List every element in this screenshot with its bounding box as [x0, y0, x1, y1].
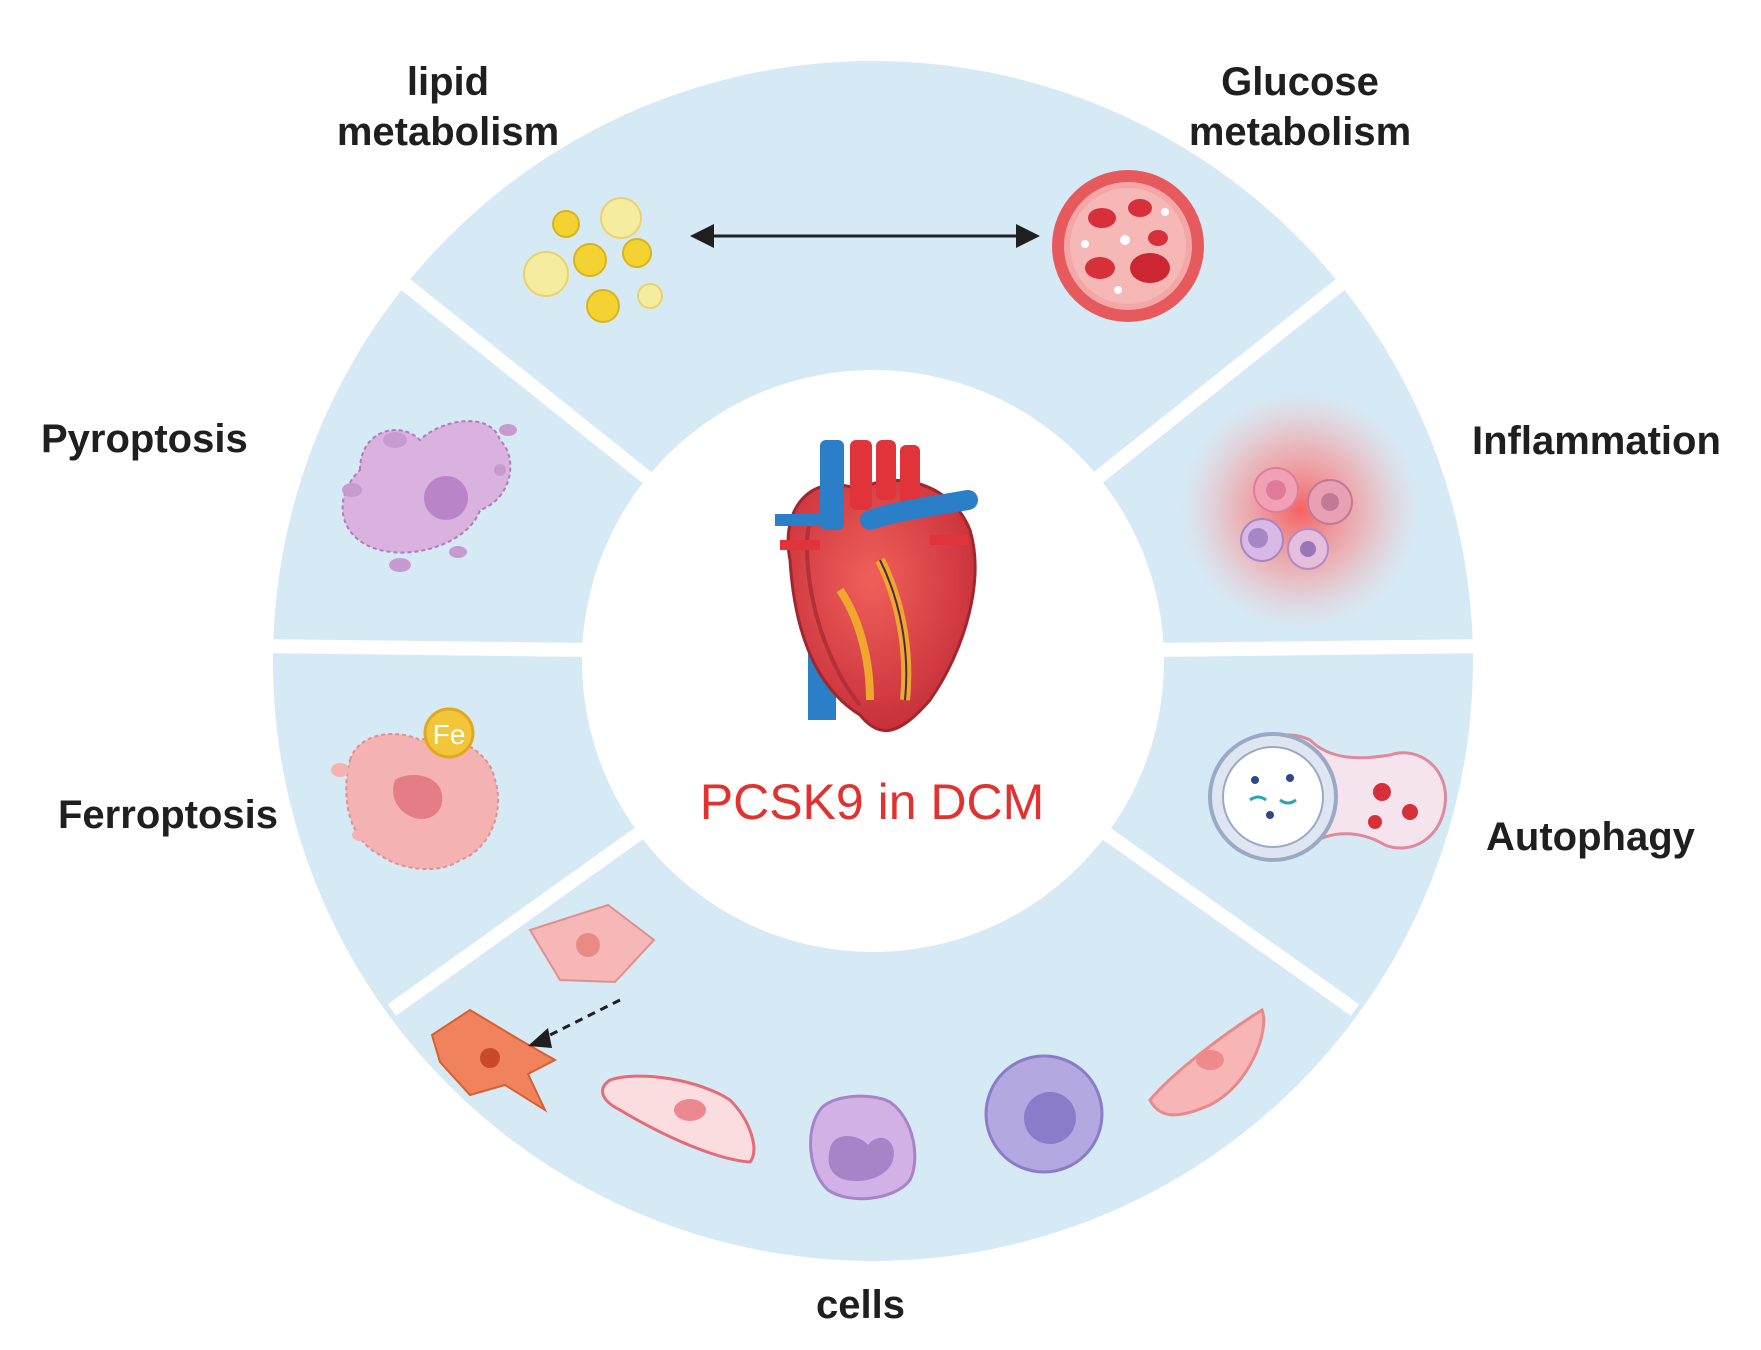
label-inflammation: Inflammation	[1472, 419, 1721, 463]
label-glucose-metabolism: Glucose metabolism	[1170, 57, 1430, 157]
label-autophagy: Autophagy	[1486, 815, 1695, 859]
cardiomyocyte-icon	[601, 1074, 756, 1164]
blood-vessel-icon	[1052, 170, 1204, 322]
bidirectional-arrow	[690, 224, 1040, 248]
label-pyroptosis: Pyroptosis	[41, 417, 248, 461]
label-lipid-metabolism: lipid metabolism	[328, 57, 568, 157]
pyroptotic-cell-icon	[341, 420, 517, 572]
lipid-label-line2: metabolism	[336, 110, 560, 154]
ferroptotic-cell-icon	[331, 733, 500, 871]
heart-icon	[775, 440, 978, 733]
label-cells: cells	[816, 1283, 905, 1327]
center-title: PCSK9 in DCM	[699, 774, 1045, 830]
lipid-label-line1: lipid	[406, 60, 490, 104]
lipid-droplets-icon	[523, 197, 663, 323]
glucose-label-line2: metabolism	[1188, 110, 1412, 154]
label-ferroptosis: Ferroptosis	[58, 793, 279, 837]
glucose-label-line1: Glucose	[1221, 60, 1379, 104]
immune-cells-icon	[1180, 390, 1420, 630]
cells-group	[430, 903, 1266, 1201]
iron-badge: Fe	[423, 707, 475, 759]
iron-badge-label: Fe	[433, 719, 466, 750]
sector-dividers	[249, 274, 1496, 1016]
autophagosome-icon	[1208, 732, 1448, 862]
